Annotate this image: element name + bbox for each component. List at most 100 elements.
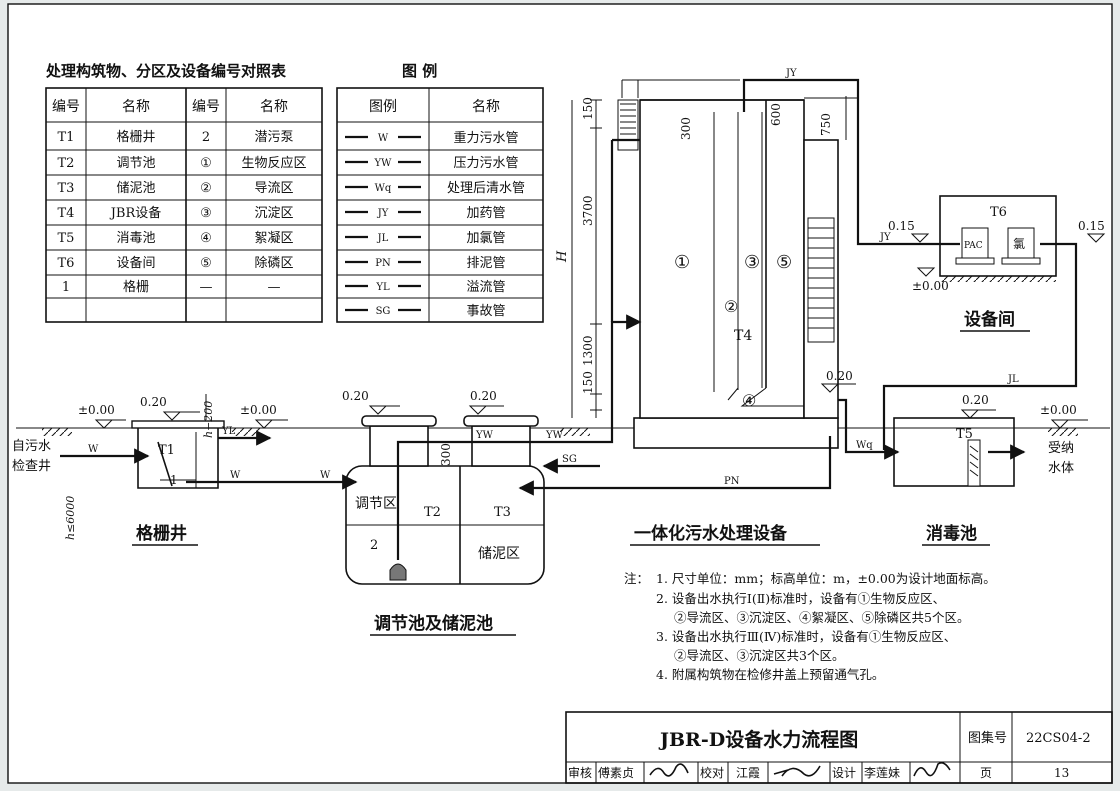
zone-1: ① (674, 252, 690, 273)
legend-name: 溢流管 (466, 280, 505, 295)
legend-code: PN (375, 258, 391, 269)
map-header-3: 编号 (192, 99, 220, 115)
dim-600: 600 (769, 103, 783, 126)
legend-code: SG (376, 306, 391, 317)
checker-name: 江霞 (736, 766, 760, 780)
checker-signature (773, 765, 821, 777)
legend-code: Wq (375, 183, 392, 194)
elev-t5-020: 0.20 (962, 393, 989, 407)
dim-150-top: 150 (581, 97, 595, 120)
caption-tanks: 调节池及储泥池 (374, 613, 493, 634)
map-cell: 2 (202, 130, 210, 145)
map-cell: JBR设备 (109, 205, 162, 221)
legend-header-2: 名称 (472, 99, 500, 115)
outlet-label-2: 水体 (1048, 461, 1074, 476)
design-label: 设计 (832, 766, 856, 780)
map-cell: 1 (62, 280, 70, 295)
t3-label: T3 (494, 505, 511, 520)
outlet-label-1: 受纳 (1048, 441, 1074, 456)
legend-name: 重力污水管 (453, 130, 518, 146)
zone-5: ⑤ (776, 252, 792, 273)
legend-code: JY (377, 208, 389, 219)
designer-signature (913, 762, 951, 777)
map-cell: — (200, 280, 213, 295)
pump-number: 2 (370, 538, 378, 553)
atlas-label: 图集号 (968, 730, 1007, 746)
map-cell: 除磷区 (254, 256, 293, 271)
t4-label: T4 (734, 328, 752, 344)
dim-300-tank: 300 (439, 443, 453, 466)
height-h: H (555, 250, 570, 263)
notes-prefix: 注： (624, 571, 649, 586)
map-cell: 格栅井 (116, 129, 155, 145)
elev-outlet-zero: ±0.00 (1040, 403, 1077, 417)
dim-300-equipment: 300 (679, 117, 693, 140)
t2-label: T2 (424, 505, 441, 520)
pipelines: W W W YL YW YW SG PN Wq JY JY JL (60, 68, 1078, 496)
equipment-dimensions: 150 3700 1300 150 H 300 600 750 (555, 96, 858, 418)
dim-1300: 1300 (581, 335, 595, 366)
grille-well-t1: T1 1 (131, 420, 225, 489)
mapping-table: 编号 名称 编号 名称 T1 格栅井 2 潜污泵 T2 调节池 ① 生物反应区 … (45, 87, 323, 323)
chlorine-label: 氯 (1013, 237, 1025, 251)
notes: 注： 1. 尺寸单位：mm；标高单位：m，±0.00为设计地面标高。 2. 设备… (624, 571, 996, 682)
legend-name: 加氯管 (466, 231, 505, 246)
pipe-code-w-t1: W (230, 470, 241, 481)
note-item: 2. 设备出水执行Ⅰ(Ⅱ)标准时，设备有①生物反应区、 (656, 591, 945, 606)
page-label: 页 (980, 766, 992, 780)
pipe-code-w-t2: W (320, 470, 331, 481)
map-cell: ① (200, 156, 212, 171)
designer-name: 李莲妹 (864, 765, 900, 780)
legend-code: YL (375, 282, 390, 293)
atlas-number: 22CS04-2 (1026, 731, 1091, 746)
submersible-pump-icon (389, 563, 407, 581)
title-block: JBR-D设备水力流程图 图集号 22CS04-2 审核 傅素贞 校对 江霞 设… (565, 711, 1113, 784)
map-header-1: 编号 (52, 99, 80, 115)
elev-room-015-right: 0.15 (1078, 219, 1105, 233)
zone-3: ③ (744, 252, 760, 273)
map-cell: 生物反应区 (241, 155, 306, 171)
sludge-zone-label: 储泥区 (478, 546, 520, 562)
map-cell: 储泥池 (116, 181, 155, 196)
map-cell: — (268, 280, 281, 295)
map-cell: T1 (58, 130, 75, 145)
h-minus-label: h−200 (202, 401, 215, 438)
elev-t2-020: 0.20 (342, 389, 369, 403)
legend-code: YW (374, 158, 393, 169)
map-cell: ④ (200, 231, 212, 246)
t5-label: T5 (956, 427, 973, 442)
map-cell: 调节池 (116, 156, 155, 171)
note-item: ②导流区、③沉淀区、④絮凝区、⑤除磷区共5个区。 (674, 610, 969, 625)
check-label: 校对 (700, 765, 724, 780)
pipe-code-wq: Wq (856, 440, 873, 451)
map-cell: 设备间 (116, 255, 155, 271)
legend-name: 加药管 (466, 206, 505, 221)
caption-grille-well: 格栅井 (136, 523, 187, 544)
reviewer-signature (649, 763, 689, 777)
legend-table: 图例 名称 W YW Wq JY JL PN YL SG 重力污水管 压力污水管… (336, 87, 544, 323)
legend-code: JL (377, 233, 389, 244)
pipe-code-jy: JY (879, 232, 891, 243)
caption-equipment-room: 设备间 (964, 309, 1015, 330)
pac-label: PAC (964, 241, 983, 251)
legend-code: W (378, 133, 389, 144)
inlet-label-1: 自污水 (12, 439, 51, 454)
legend-name: 压力污水管 (453, 156, 518, 171)
elev-inlet-zero: ±0.00 (78, 403, 115, 417)
t6-label: T6 (990, 205, 1007, 220)
regulating-zone-label: 调节区 (355, 496, 397, 512)
zone-4: ④ (742, 391, 756, 410)
legend-name: 排泥管 (466, 256, 505, 271)
map-cell: ② (200, 181, 212, 196)
pipe-code-yw-1: YW (475, 430, 494, 441)
pipe-code-jl: JL (1007, 374, 1019, 385)
map-header-4: 名称 (260, 99, 288, 115)
note-item: 3. 设备出水执行Ⅲ(Ⅳ)标准时，设备有①生物反应区、 (656, 629, 956, 644)
map-cell: 消毒池 (116, 231, 155, 246)
sheet-frame (7, 3, 1113, 784)
map-cell: T2 (58, 156, 75, 171)
table-title: 处理构筑物、分区及设备编号对照表 (45, 62, 287, 80)
dim-750: 750 (819, 113, 833, 136)
